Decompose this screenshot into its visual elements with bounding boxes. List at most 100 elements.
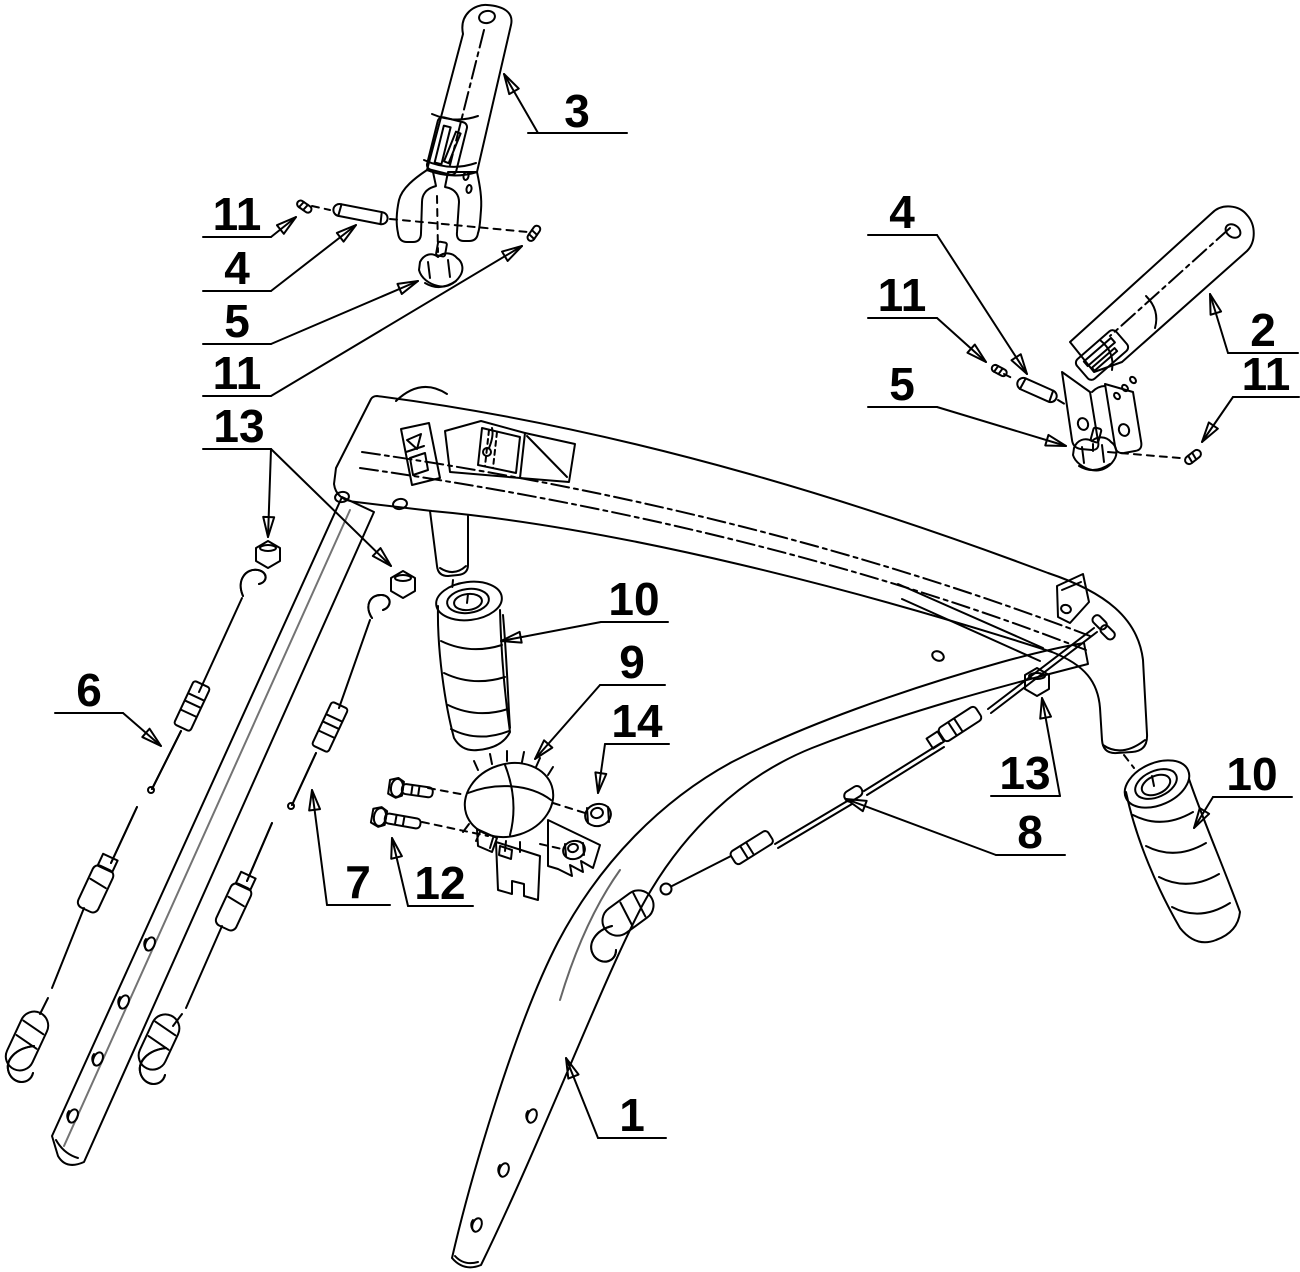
upper-handle-crossbar-shape — [392, 497, 408, 511]
callout-11-c-leader — [936, 317, 987, 363]
upper-lever-right-shape — [1129, 375, 1137, 385]
callout-12: 12 — [390, 837, 474, 909]
foam-grip-left — [435, 580, 511, 752]
wing-knob-5-right-shape — [1081, 446, 1085, 464]
cable-8-shape — [659, 882, 673, 896]
callout-2-leader — [1209, 293, 1229, 354]
left-grip-stub-shape — [429, 510, 469, 577]
cable-8-shape — [739, 845, 749, 859]
callout-11-d-leader — [1201, 396, 1234, 443]
callout-11-c-number: 11 — [878, 269, 927, 321]
cable-7-shape — [325, 713, 343, 723]
carriage-pin-4-left — [332, 202, 389, 226]
callout-3: 3 — [503, 73, 628, 137]
callout-2: 2 — [1209, 293, 1299, 356]
lower-handle-right-leg-shape — [454, 1255, 479, 1265]
knob-assembly-shape — [539, 843, 563, 850]
callout-10-left: 10 — [500, 573, 669, 644]
upper-lever-right-shape — [1109, 227, 1231, 337]
upper-handle-crossbar-shape — [1102, 739, 1146, 752]
callout-1-number: 1 — [619, 1089, 645, 1141]
clamp-bracket — [476, 819, 601, 901]
cable-6-shape — [6, 1045, 35, 1083]
upper-lever-right-shape — [1224, 223, 1242, 239]
knob-assembly — [369, 750, 612, 901]
clip-11-left-a-shape — [298, 201, 305, 209]
flange-bolt-12-lower-shape — [369, 806, 389, 828]
cable-8-shape — [863, 742, 942, 792]
flange-nut-14-lower — [562, 839, 586, 861]
cable-8-spring-shape — [619, 901, 634, 927]
upper-lever-left-shape — [465, 184, 473, 194]
cable-7 — [137, 593, 391, 1085]
callout-7-arrow — [308, 789, 322, 812]
callout-11-a-leader — [270, 216, 297, 238]
callout-5-right-leader — [936, 406, 1067, 447]
callout-5-left-number: 5 — [224, 295, 250, 347]
callout-8-number: 8 — [1017, 806, 1043, 858]
callout-5-right-arrow — [1044, 433, 1067, 447]
handle-cutout-shape — [519, 432, 576, 483]
callout-11-b: 11 — [202, 245, 523, 399]
cable-8-shape — [745, 842, 755, 856]
callout-6-leader — [122, 712, 162, 747]
knob-9-shape — [467, 785, 552, 801]
flange-bolt-12-upper — [387, 776, 434, 799]
flange-nut-14-upper-shape — [586, 807, 589, 824]
foam-grip-left-shape — [450, 728, 510, 738]
hex-nut-13-first — [255, 540, 281, 569]
foam-grip-right-shape — [1134, 768, 1178, 800]
upper-lever-left-assembly — [296, 3, 542, 288]
upper-lever-right-shape — [1113, 391, 1121, 401]
cable-6-shape — [187, 692, 205, 702]
lower-handle-right-leg-shape — [497, 1164, 502, 1177]
cable-8-shape — [774, 799, 850, 845]
cable-6-shape — [180, 708, 197, 718]
callout-11-c-arrow — [966, 343, 987, 363]
cable-6 — [4, 568, 267, 1083]
upper-handle-crossbar-shape — [334, 490, 350, 504]
knob-9-shape — [473, 760, 479, 771]
handle-cutout-shape — [477, 427, 521, 474]
wing-knob-5-left-shape — [427, 261, 431, 279]
carriage-pin-4-right-shape — [1016, 376, 1058, 404]
callout-11-a-number: 11 — [213, 188, 262, 240]
cable-6-shape — [89, 877, 107, 890]
flange-nut-14-upper-shape — [607, 806, 610, 823]
flange-bolt-12-upper-shape — [417, 785, 421, 796]
handle-cutout-shape — [444, 420, 526, 479]
upper-lever-left-assembly-shape — [311, 205, 331, 211]
upper-lever-left-shape — [449, 29, 485, 166]
callout-10-right-number: 10 — [1226, 748, 1277, 800]
cable-guide-bracket-shape — [1060, 603, 1072, 615]
callout-14-leader — [597, 743, 606, 794]
callout-11-a: 11 — [202, 188, 297, 240]
foam-grip-right-shape — [1132, 811, 1194, 823]
callout-11-c: 11 — [867, 269, 987, 363]
upper-handle-crossbar-shape — [931, 650, 945, 662]
wing-knob-5-right-shape — [1078, 463, 1111, 471]
cable-7-shape — [311, 701, 349, 753]
handle-cutout-shape — [526, 435, 568, 478]
flange-bolt-12-upper-shape — [400, 783, 434, 799]
knob-9-shape — [475, 831, 481, 842]
cable-8-shape — [953, 718, 964, 732]
lower-handle-right-leg-shape — [525, 1110, 530, 1123]
upper-lever-left-shape — [478, 9, 496, 25]
callout-13-right-leader — [1041, 697, 1061, 797]
flange-nut-14-upper-shape — [584, 802, 612, 828]
knob-9-shape — [463, 762, 555, 838]
carriage-pin-4-left-shape — [379, 211, 383, 226]
carriage-pin-4-left-shape — [332, 202, 389, 226]
callout-9-leader — [534, 684, 601, 760]
cable-8-shape — [947, 722, 958, 736]
foam-grip-left-shape — [446, 587, 490, 615]
upper-handle-crossbar-shape — [359, 467, 1087, 651]
cable-guide-bracket-shape — [1056, 573, 1090, 624]
cable-6-shape — [96, 852, 119, 874]
callout-10-left-leader — [500, 621, 602, 642]
upper-lever-right-shape — [1091, 385, 1106, 393]
cable-6-shape — [184, 699, 202, 709]
clip-11-right-b-shape — [1191, 451, 1198, 461]
